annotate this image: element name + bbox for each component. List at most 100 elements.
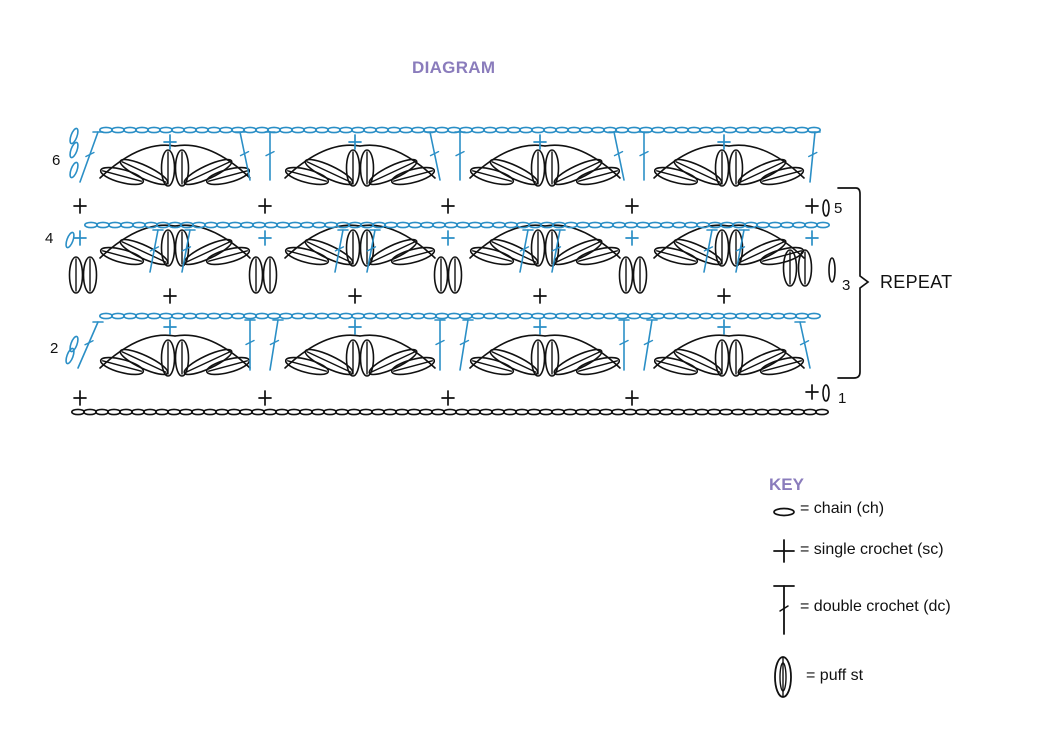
single-crochet-stitch: [717, 288, 731, 304]
puff-stitch: [575, 166, 621, 186]
puff-stitch: [345, 229, 361, 267]
puff-stitch: [782, 249, 798, 287]
puff-fan: [653, 144, 805, 187]
puff-stitch: [345, 149, 361, 187]
puff-fan: [284, 334, 436, 377]
puff-fan: [469, 224, 621, 267]
puff-stitch: [737, 158, 787, 186]
puff-stitch: [368, 158, 418, 186]
single-crochet-stitch: [533, 134, 547, 150]
single-crochet-stitch: [625, 390, 639, 406]
puff-stitch: [205, 166, 251, 186]
double-crochet-stitch: [643, 319, 658, 371]
single-crochet-stitch: [73, 230, 87, 246]
single-crochet-stitch: [73, 198, 87, 214]
key-label-double-crochet: = double crochet (dc): [800, 598, 951, 615]
chain-row-blue: [84, 221, 830, 229]
double-crochet-stitch: [149, 229, 164, 273]
single-crochet-stitch: [625, 198, 639, 214]
double-crochet-stitch: [77, 321, 104, 369]
puff-stitch: [160, 339, 176, 377]
puff-stitch: [653, 246, 699, 266]
puff-stitch: [553, 348, 603, 376]
puff-fan: [99, 144, 251, 187]
puff-stitch: [174, 149, 190, 187]
double-crochet-stitch: [334, 229, 349, 273]
double-crochet-stitch: [79, 131, 104, 183]
single-crochet-stitch: [533, 319, 547, 335]
puff-stitch: [544, 149, 560, 187]
puff-stitch: [544, 339, 560, 377]
double-crochet-stitch: [366, 229, 381, 273]
single-crochet-stitch: [258, 230, 272, 246]
puff-stitch: [174, 339, 190, 377]
puff-stitch: [530, 339, 546, 377]
single-crochet-stitch: [163, 134, 177, 150]
puff-stitch: [618, 256, 634, 294]
puff-stitch: [759, 166, 805, 186]
double-crochet-stitch: [808, 131, 821, 183]
puff-stitch: [160, 229, 176, 267]
single-crochet-stitch: [258, 390, 272, 406]
puff-stitch: [530, 149, 546, 187]
puff-stitch: [284, 166, 330, 186]
repeat-bracket-line: [837, 187, 870, 379]
row-label-1: 1: [838, 390, 847, 407]
single-crochet-stitch: [348, 319, 362, 335]
double-crochet-stitch: [608, 131, 625, 181]
single-crochet-stitch: [805, 230, 819, 246]
puff-stitch: [797, 249, 813, 287]
chain-icon: [773, 507, 795, 517]
row-label-4: 4: [45, 230, 54, 247]
puff-fan: [68, 256, 98, 294]
double-crochet-icon: [773, 585, 795, 635]
puff-stitch: [248, 256, 264, 294]
puff-fan: [469, 144, 621, 187]
puff-stitch: [284, 246, 330, 266]
key-label-single-crochet: = single crochet (sc): [800, 541, 944, 558]
key-symbols: [773, 507, 795, 698]
double-crochet-stitch: [181, 229, 196, 273]
double-crochet-stitch: [434, 319, 446, 371]
single-crochet-icon: [773, 539, 795, 563]
row-label-6: 6: [52, 152, 61, 169]
puff-stitch: [469, 356, 515, 376]
puff-stitch: [368, 348, 418, 376]
double-crochet-stitch: [459, 319, 474, 371]
puff-stitch: [284, 356, 330, 376]
puff-stitch: [759, 356, 805, 376]
repeat-label: REPEAT: [880, 272, 953, 292]
puff-stitch: [99, 356, 145, 376]
puff-stitch: [530, 229, 546, 267]
puff-stitch: [359, 339, 375, 377]
puff-stitch: [390, 246, 436, 266]
puff-stitch: [553, 158, 603, 186]
puff-fan: [248, 256, 278, 294]
puff-fan: [653, 334, 805, 377]
puff-fan: [99, 334, 251, 377]
puff-stitch: [728, 339, 744, 377]
puff-stitch: [99, 246, 145, 266]
puff-stitch: [737, 348, 787, 376]
repeat-bracket: [837, 187, 870, 379]
puff-stitch: [82, 256, 98, 294]
single-crochet-stitch: [163, 319, 177, 335]
key-label-chain: = chain (ch): [800, 500, 885, 517]
puff-stitch: [183, 158, 233, 186]
key-label-puff-stitch: = puff st: [806, 667, 864, 684]
puff-stitch: [183, 348, 233, 376]
single-crochet-stitch: [348, 134, 362, 150]
puff-fan: [284, 144, 436, 187]
puff-fan: [618, 256, 648, 294]
single-crochet-stitch: [441, 390, 455, 406]
chain-row-blue: [99, 126, 821, 134]
puff-stitch: [632, 256, 648, 294]
single-crochet-stitch: [805, 198, 819, 214]
double-crochet-stitch: [618, 319, 630, 371]
puff-stitch: [433, 256, 449, 294]
double-crochet-stitch: [794, 321, 811, 369]
puff-stitch: [160, 149, 176, 187]
single-crochet-stitch: [258, 198, 272, 214]
double-crochet-stitch: [244, 319, 256, 371]
